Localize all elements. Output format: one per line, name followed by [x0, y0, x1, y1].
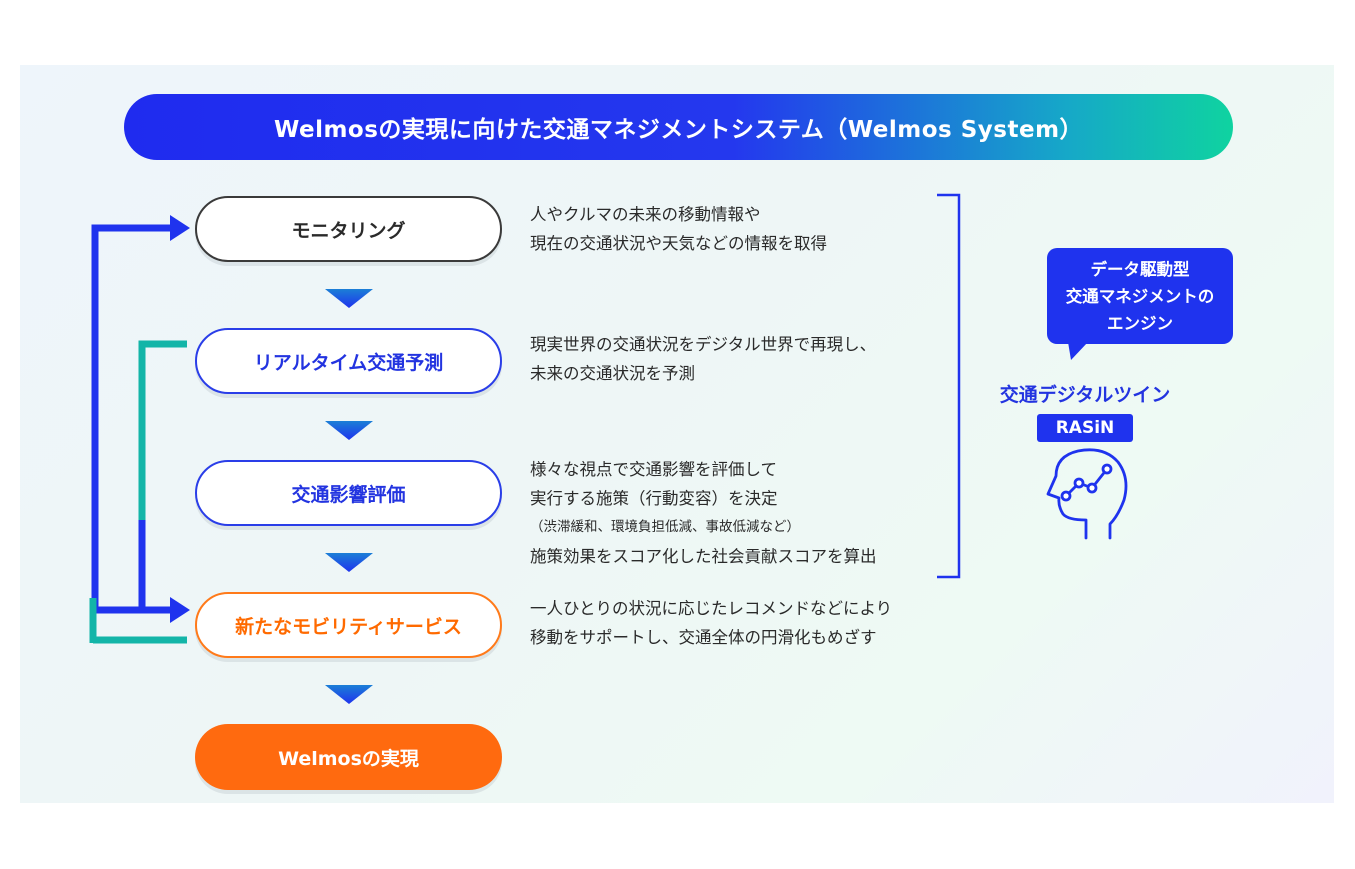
step-label: Welmosの実現 — [278, 747, 419, 770]
head-network-icon — [1046, 448, 1128, 540]
title-text: Welmosの実現に向けた交通マネジメントシステム（Welmos System） — [273, 117, 1084, 143]
rasin-text: RASiN — [1055, 418, 1115, 438]
arrow-right-icon — [170, 597, 190, 623]
desc-line: 現実世界の交通状況をデジタル世界で再現し、 — [530, 335, 877, 354]
desc-evaluation: 様々な視点で交通影響を評価して 実行する施策（行動変容）を決定 （渋滞緩和、環境… — [530, 455, 877, 571]
desc-line: 現在の交通状況や天気などの情報を取得 — [530, 234, 827, 253]
bracket — [937, 193, 961, 579]
step-label: 交通影響評価 — [291, 483, 406, 506]
down-triangle-icon — [325, 553, 373, 572]
desc-line: 人やクルマの未来の移動情報や — [530, 205, 761, 224]
bubble-line: 交通マネジメントの — [1065, 286, 1215, 306]
desc-line: 施策効果をスコア化した社会貢献スコアを算出 — [530, 547, 877, 566]
desc-line: 一人ひとりの状況に応じたレコメンドなどにより — [530, 599, 893, 618]
step-label: モニタリング — [291, 219, 406, 242]
rasin-badge: RASiN — [1037, 414, 1133, 442]
step-label: リアルタイム交通予測 — [253, 351, 444, 374]
desc-mobility: 一人ひとりの状況に応じたレコメンドなどにより 移動をサポートし、交通全体の円滑化… — [530, 594, 892, 652]
down-triangle-icon — [325, 289, 373, 308]
bubble-tail — [1068, 342, 1088, 360]
desc-monitoring: 人やクルマの未来の移動情報や 現在の交通状況や天気などの情報を取得 — [530, 200, 827, 258]
digital-twin-label: 交通デジタルツイン — [999, 384, 1171, 406]
step-impact-evaluation: 交通影響評価 — [195, 460, 502, 526]
engine-bubble: データ駆動型 交通マネジメントの エンジン — [1047, 248, 1233, 344]
step-mobility-service: 新たなモビリティサービス — [195, 592, 502, 658]
down-triangle-icon — [325, 685, 373, 704]
desc-line: 実行する施策（行動変容）を決定 — [530, 489, 778, 508]
desc-prediction: 現実世界の交通状況をデジタル世界で再現し、 未来の交通状況を予測 — [530, 330, 876, 388]
desc-line: 未来の交通状況を予測 — [530, 364, 695, 383]
desc-line: （渋滞緩和、環境負担低減、事故低減など） — [530, 519, 800, 535]
bubble-line: エンジン — [1107, 313, 1173, 333]
desc-line: 様々な視点で交通影響を評価して — [530, 460, 778, 479]
step-monitoring: モニタリング — [195, 196, 502, 262]
step-welmos-realization: Welmosの実現 — [195, 724, 502, 790]
loop-arrow-to-mobility — [138, 520, 172, 614]
bubble-line: データ駆動型 — [1090, 259, 1190, 279]
arrow-right-icon — [170, 215, 190, 241]
loop-outer-line — [91, 224, 172, 614]
step-realtime-prediction: リアルタイム交通予測 — [195, 328, 502, 394]
title-banner: Welmosの実現に向けた交通マネジメントシステム（Welmos System） — [124, 94, 1233, 160]
loop-inner-upper — [138, 340, 187, 598]
down-triangle-icon — [325, 421, 373, 440]
desc-line: 移動をサポートし、交通全体の円滑化もめざす — [530, 628, 877, 647]
step-label: 新たなモビリティサービス — [235, 615, 462, 638]
